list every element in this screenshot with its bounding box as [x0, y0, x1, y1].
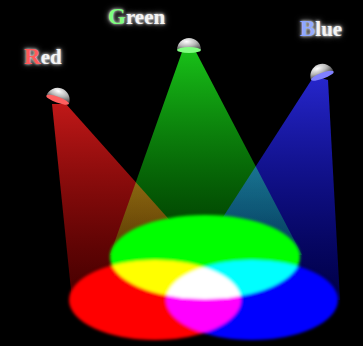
light-spots	[69, 215, 338, 340]
light-label: Green	[108, 4, 165, 30]
light-label: Red	[24, 44, 62, 70]
blue-spot	[166, 260, 338, 340]
lamps	[45, 38, 334, 107]
light-beams	[52, 52, 340, 300]
red-lamp	[45, 84, 73, 106]
green-lamp	[177, 38, 201, 53]
light-label: Blue	[300, 16, 342, 42]
blue-lamp	[307, 60, 335, 82]
